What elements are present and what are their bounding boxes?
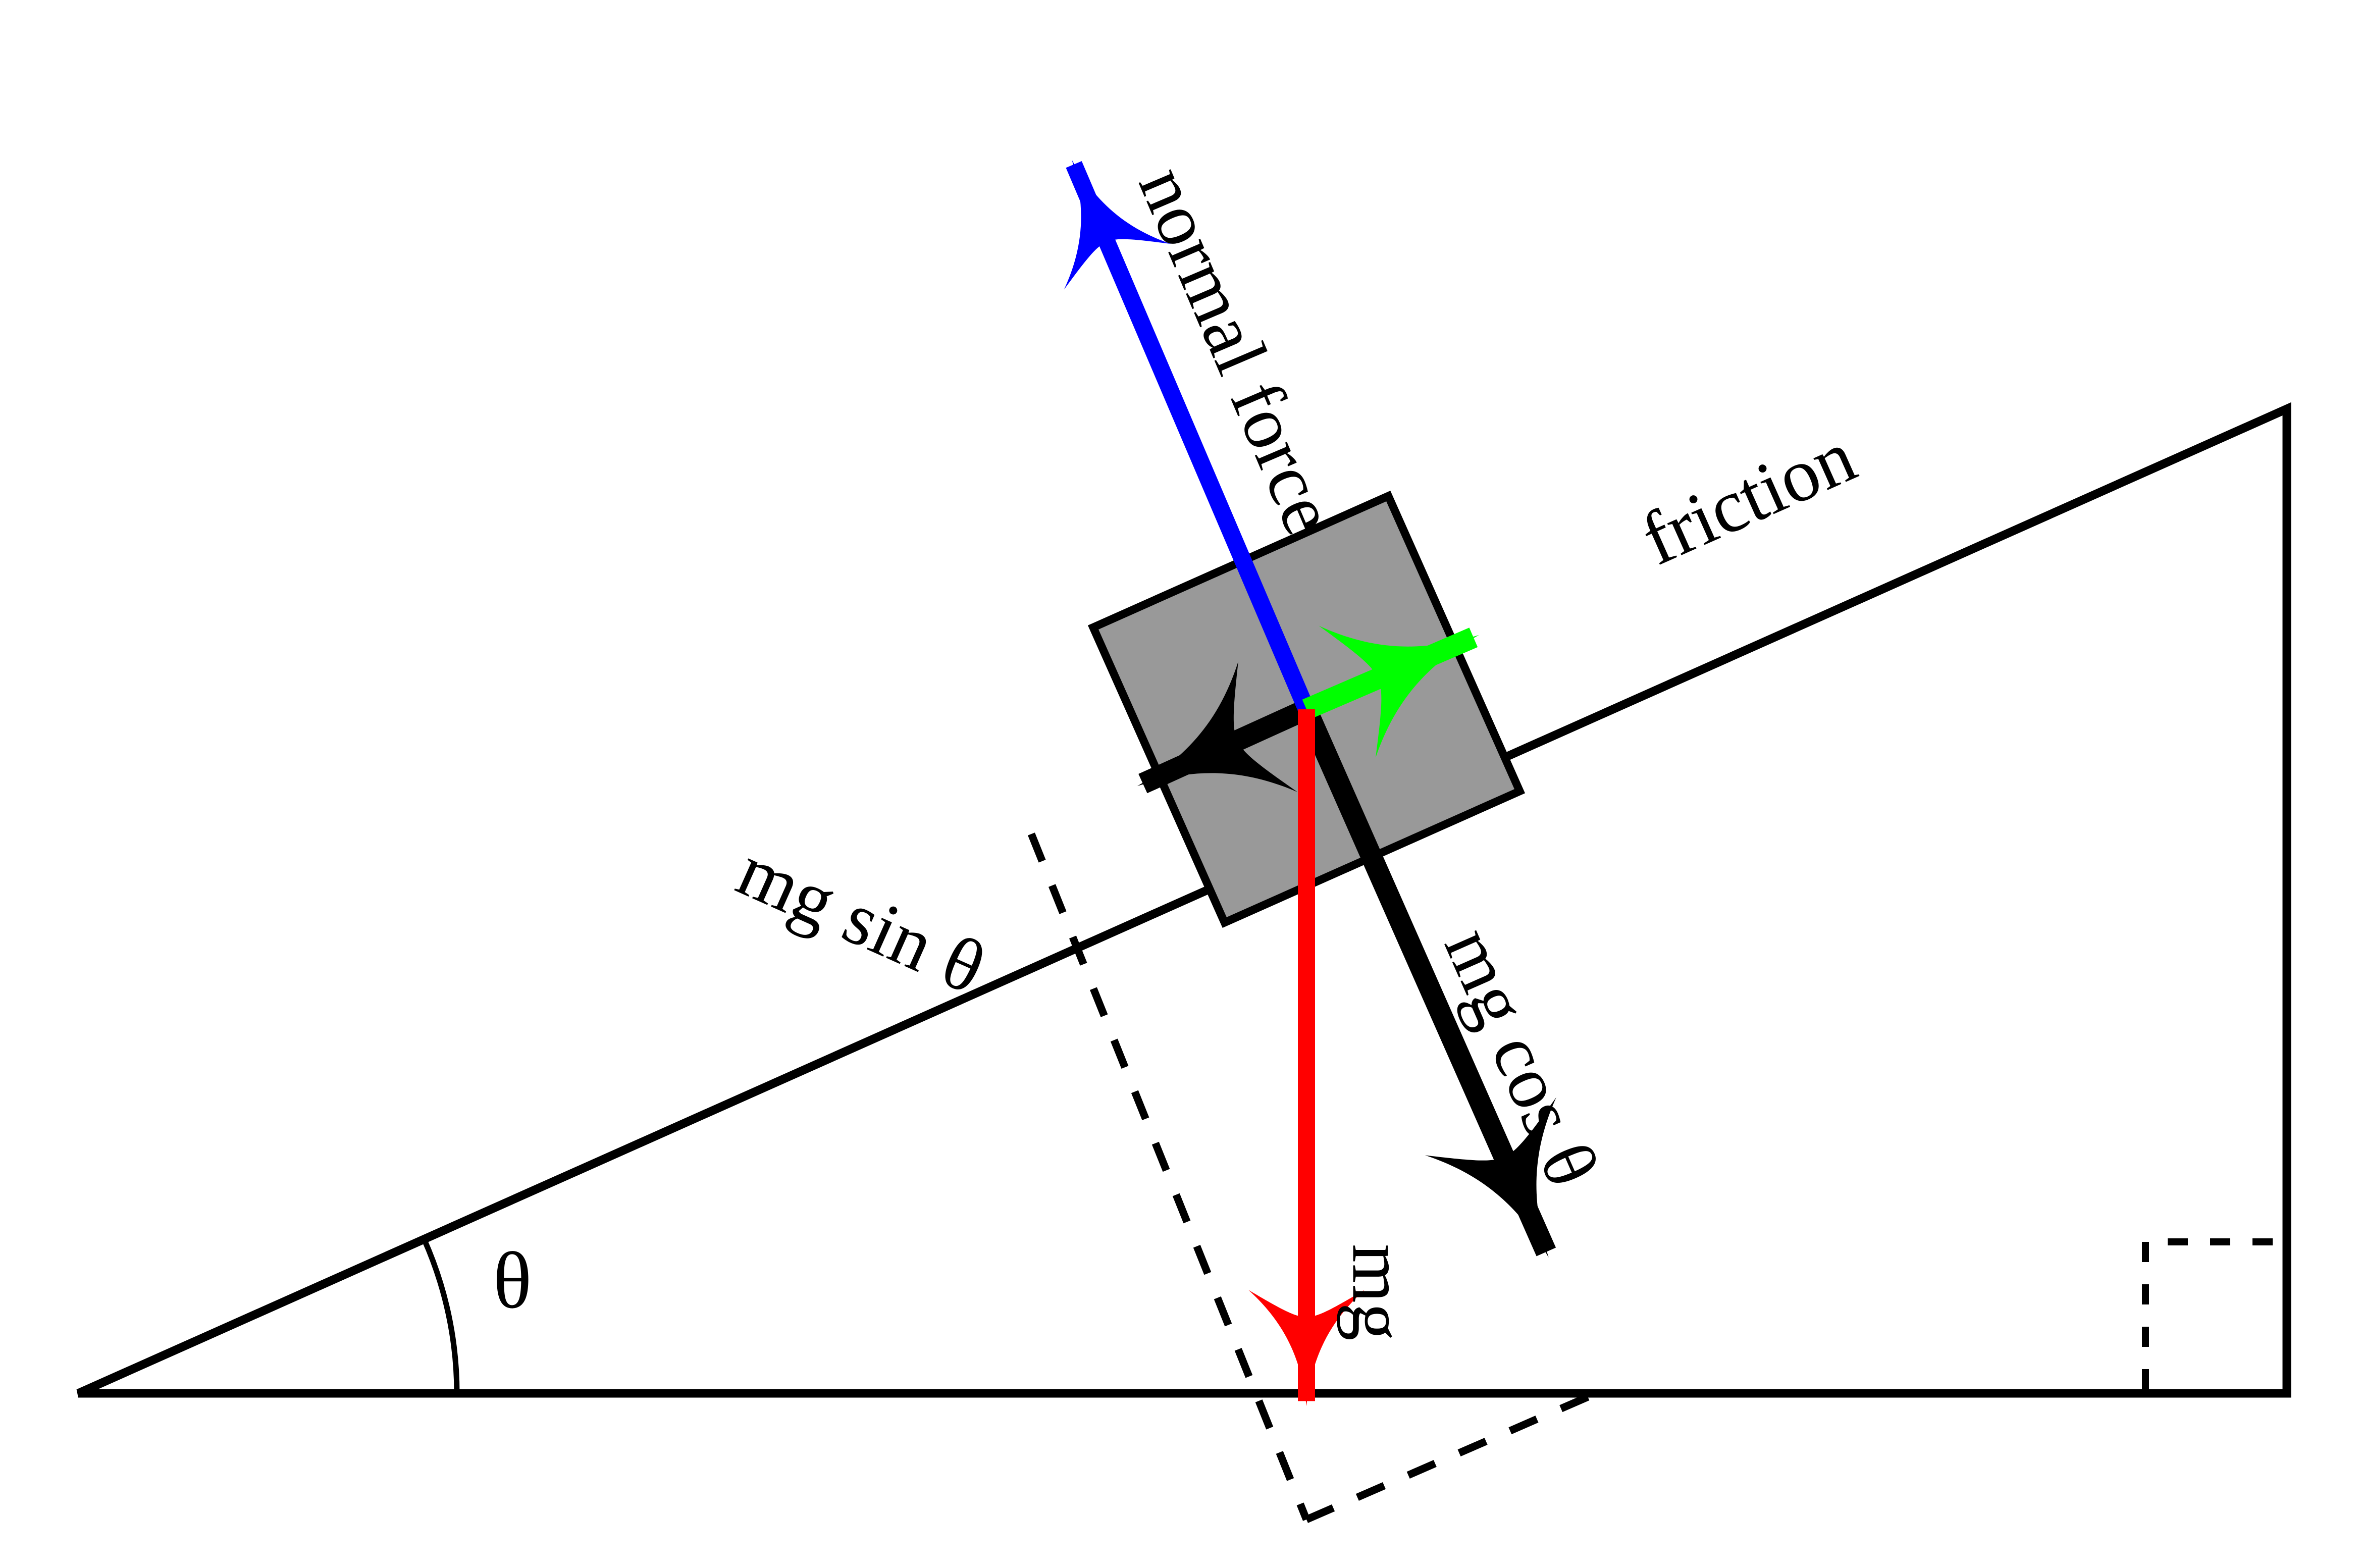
weight-label: mg [1337,1244,1421,1341]
normal-force-arrow[interactable] [1064,160,1315,713]
vector-mg-sin-theta[interactable] [1137,661,1311,794]
mg-cos-theta-arrow[interactable] [1296,705,1556,1258]
mg-sin-theta-arrow[interactable] [1137,661,1311,794]
dashed-line-from-mg-sin [1028,832,1310,1521]
incline-outline [76,402,2291,1398]
friction-arrow[interactable] [1302,625,1479,758]
vector-mg-cos-theta[interactable] [1296,705,1556,1258]
right-angle-marker [2142,1238,2283,1389]
theta-arc [422,1238,460,1394]
vector-normal-force[interactable] [1064,160,1315,713]
inclined-plane-triangle [76,402,2291,1398]
incline-angle-arc [422,1238,460,1394]
dashed-line-from-mg-cos [1305,1386,1607,1523]
friction-label: friction [1630,414,1867,581]
right-angle-dashes [2142,1238,2283,1389]
mg-sin-theta-label: mg sin θ [726,828,997,1010]
vector-friction[interactable] [1302,625,1479,758]
theta-label: θ [493,1235,532,1325]
